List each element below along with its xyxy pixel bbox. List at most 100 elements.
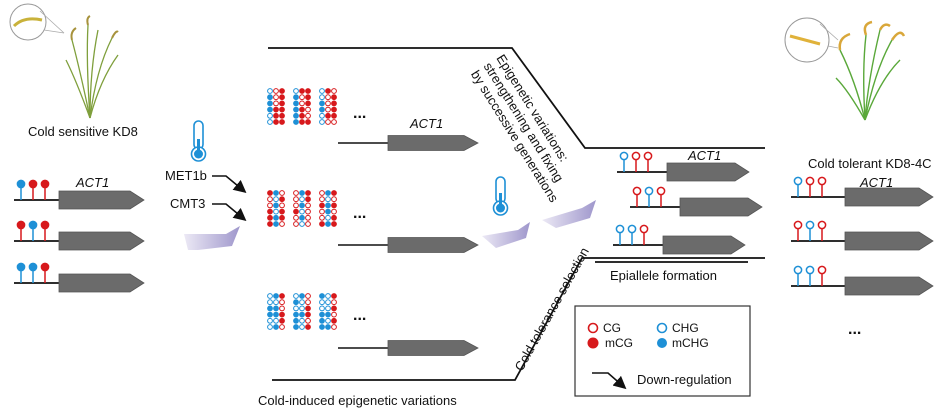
methylation-site-chg: [615, 224, 625, 234]
allele: [791, 176, 934, 207]
methylation-dot-mcg: [267, 190, 273, 196]
methylation-dot-mcg: [273, 119, 279, 125]
gene-body: [666, 162, 750, 182]
gene-label: ACT1: [859, 175, 893, 190]
methylation-site-cg: [631, 151, 641, 161]
methylation-dot-chg: [325, 214, 331, 221]
flow-arrow: [482, 222, 530, 248]
methylation-dot-chg: [299, 196, 305, 203]
methylation-dot-mcg: [319, 202, 325, 209]
gene-body: [844, 187, 934, 207]
methylation-dot-mchg: [273, 190, 279, 196]
ellipsis: ...: [848, 321, 861, 338]
gene-body: [58, 273, 145, 293]
methylation-dot-mcg: [267, 221, 273, 227]
methylation-dot-mchg: [267, 94, 273, 101]
methylation-dot-chg: [267, 299, 273, 306]
gene-body: [844, 276, 934, 296]
methylation-dot-chg: [299, 305, 305, 312]
methylation-dot-chg: [267, 119, 273, 125]
gene-body: [387, 237, 479, 253]
legend-box: [574, 305, 751, 397]
methylation-dot-cg: [273, 100, 279, 107]
methylation-dot-cg: [319, 190, 325, 196]
ellipsis: ...: [353, 205, 366, 222]
enzyme-label-met1b: MET1b: [165, 168, 207, 183]
methylation-site-cg: [643, 151, 653, 161]
methylation-dot-mcg: [279, 208, 285, 215]
methylation-dot-mchg: [299, 311, 305, 318]
methylation-dot-cg: [331, 196, 337, 203]
methylation-dot-chg: [273, 299, 279, 306]
methylation-dot-mchg: [267, 305, 273, 312]
lower-frame-line: [272, 257, 765, 381]
methylation-dot-cg: [325, 94, 331, 101]
methylation-dot-cg: [325, 106, 331, 113]
gene-arrow-shape: [844, 187, 934, 207]
gene-arrow-shape: [387, 135, 479, 151]
legend-label-chg: CHG: [672, 321, 699, 335]
methylation-site-mcg: [28, 179, 38, 189]
methylation-site-mcg: [40, 262, 50, 272]
gene-arrow-shape: [387, 237, 479, 253]
methylation-dot-mchg: [299, 293, 305, 299]
methylation-dot-chg: [325, 299, 331, 306]
methylation-dot-mcg: [325, 88, 331, 94]
allele: [791, 220, 934, 251]
methylation-dot-mcg: [279, 311, 285, 318]
methylation-dot-mcg: [299, 88, 305, 94]
methylation-dot-mchg: [325, 208, 331, 215]
methylation-dot-mcg: [279, 106, 285, 113]
methylation-dot-cg: [299, 100, 305, 107]
gene-label: ACT1: [75, 175, 109, 190]
gene-label: ACT1: [687, 148, 721, 163]
methylation-matrix-group: [267, 293, 479, 356]
legend-symbol-cg: [587, 322, 599, 334]
methylation-dot-cg: [331, 208, 337, 215]
gene-arrow-shape: [58, 231, 145, 251]
methylation-dot-mcg: [279, 196, 285, 203]
methylation-dot-mcg: [267, 214, 273, 221]
methylation-dot-mchg: [293, 317, 299, 324]
methylation-dot-mchg: [293, 112, 299, 119]
methylation-dot-cg: [293, 202, 299, 209]
legend-symbol-chg: [656, 322, 668, 334]
gene-arrow-shape: [844, 231, 934, 251]
legend: CG CHG mCG mCHG Down-regulation: [574, 305, 751, 397]
methylation-dot-chg: [325, 293, 331, 299]
methylation-site-chg: [619, 151, 629, 161]
methylation-dot-mchg: [325, 190, 331, 196]
methylation-dot-mcg: [305, 88, 311, 94]
methylation-dot-mcg: [299, 112, 305, 119]
gene-body: [58, 190, 145, 210]
methylation-dot-mcg: [305, 324, 311, 330]
methylation-dot-chg: [273, 208, 279, 215]
gene-arrow-shape: [387, 340, 479, 356]
allele: [14, 220, 145, 251]
gene-body: [387, 340, 479, 356]
methylation-dot-cg: [293, 190, 299, 196]
right-plant-label: Cold tolerant KD8-4C: [808, 156, 932, 171]
methylation-dot-mcg: [331, 106, 337, 113]
methylation-dot-cg: [293, 196, 299, 203]
methylation-dot-mcg: [331, 100, 337, 107]
methylation-site-mcg: [40, 179, 50, 189]
methylation-dot-cg: [305, 221, 311, 227]
methylation-dot-cg: [299, 94, 305, 101]
methylation-dot-cg: [305, 106, 311, 113]
methylation-dot-mchg: [319, 100, 325, 107]
methylation-dot-chg: [319, 88, 325, 94]
ellipsis: ...: [353, 307, 366, 324]
methylation-dot-chg: [267, 112, 273, 119]
methylation-dot-mchg: [273, 311, 279, 318]
methylation-dot-mchg: [325, 311, 331, 318]
gene-body: [844, 231, 934, 251]
methylation-dot-mcg: [331, 202, 337, 209]
methylation-dot-chg: [273, 317, 279, 324]
methylation-dot-mcg: [279, 119, 285, 125]
strengthening-label: Epigenetic variations: strengthening and…: [468, 52, 572, 206]
methylation-dot-chg: [267, 324, 273, 330]
methylation-dot-cg: [331, 88, 337, 94]
methylation-dot-mcg: [273, 112, 279, 119]
methylation-dot-mcg: [331, 214, 337, 221]
